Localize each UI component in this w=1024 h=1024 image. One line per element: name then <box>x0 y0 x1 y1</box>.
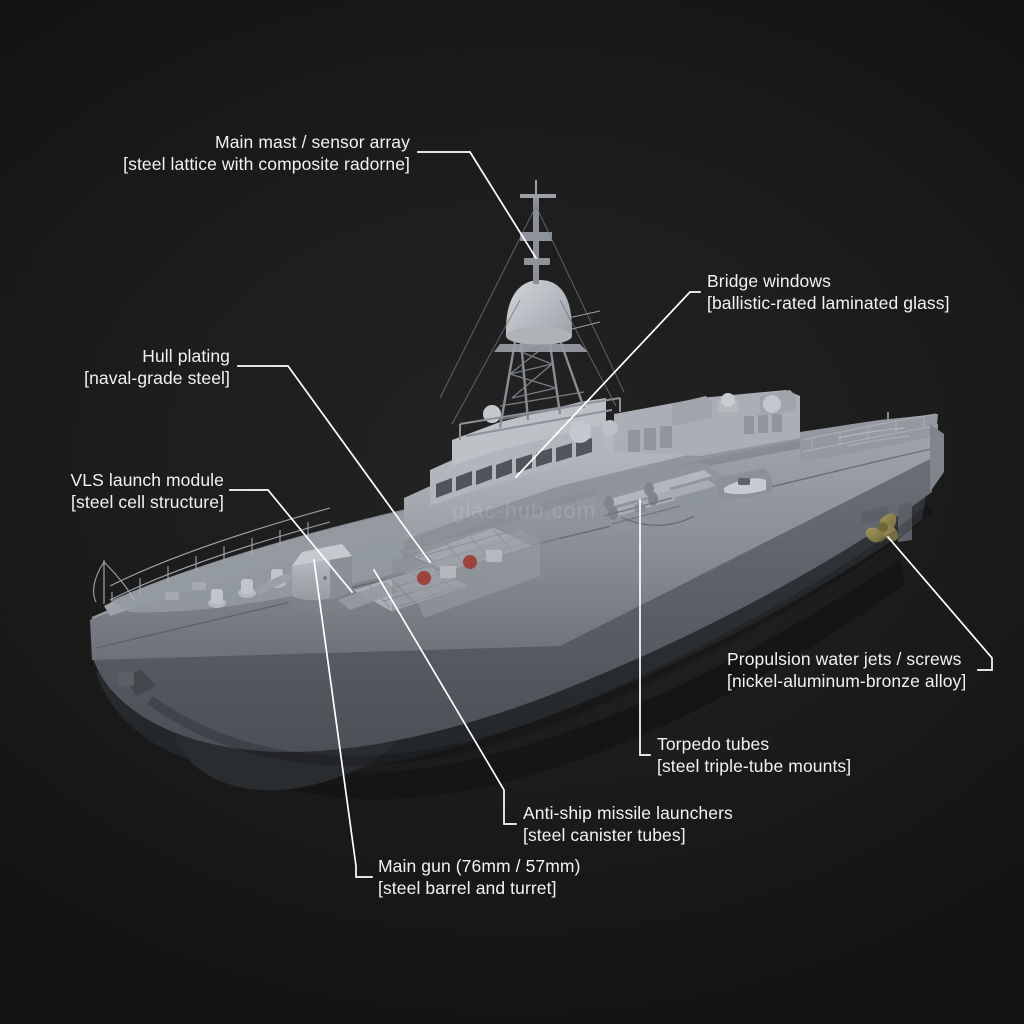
annotation-bridge-windows: Bridge windows [ballistic-rated laminate… <box>707 270 957 314</box>
lattice-mast <box>439 180 625 440</box>
sensor-dome <box>569 421 591 443</box>
helicopter-deck <box>800 412 938 462</box>
rudder <box>898 502 912 542</box>
leader-anti-ship-missiles <box>372 568 517 825</box>
annotation-title: Anti-ship missile launchers <box>523 803 733 823</box>
annotation-title: Bridge windows <box>707 271 831 291</box>
leader-main-mast <box>417 151 538 260</box>
radome <box>506 280 572 342</box>
forward-deckhouse <box>392 500 560 618</box>
annotation-title: Torpedo tubes <box>657 734 770 754</box>
anti-ship-missile-launchers <box>596 462 724 532</box>
annotation-title: Main mast / sensor array <box>215 132 410 152</box>
leader-hull-plating <box>237 365 432 564</box>
rib-boat <box>718 468 772 502</box>
hull-plating <box>92 452 932 752</box>
annotation-main-gun: Main gun (76mm / 57mm) [steel barrel and… <box>378 855 581 899</box>
annotation-hull-plating: Hull plating [naval-grade steel] <box>84 345 230 389</box>
annotation-title: Main gun (76mm / 57mm) <box>378 856 581 876</box>
annotation-material: [steel lattice with composite radorne] <box>123 154 410 174</box>
annotation-torpedo-tubes: Torpedo tubes [steel triple-tube mounts] <box>657 733 857 777</box>
annotation-title: Propulsion water jets / screws <box>727 649 962 669</box>
leader-main-gun <box>313 559 373 878</box>
funnel <box>672 396 712 426</box>
annotation-material: [steel triple-tube mounts] <box>657 756 852 776</box>
bow-railings <box>93 507 331 606</box>
propulsion <box>860 502 912 543</box>
ship-shadow <box>150 560 905 800</box>
annotation-title: VLS launch module <box>70 470 224 490</box>
sensor-dome <box>602 420 618 436</box>
deck-fittings <box>118 569 286 696</box>
annotation-material: [ballistic-rated laminated glass] <box>707 293 950 313</box>
annotation-vls-launch-module: VLS launch module [steel cell structure] <box>62 469 224 513</box>
propeller <box>865 513 899 543</box>
annotation-propulsion: Propulsion water jets / screws [nickel-a… <box>727 648 967 692</box>
annotation-main-mast: Main mast / sensor array [steel lattice … <box>120 131 410 175</box>
leader-propulsion <box>886 535 993 671</box>
annotation-material: [naval-grade steel] <box>84 368 230 388</box>
watermark: glac-hub.com <box>452 498 597 523</box>
bridge-windows <box>436 438 592 498</box>
annotation-material: [steel canister tubes] <box>523 825 686 845</box>
leader-torpedo-tubes <box>639 499 651 756</box>
leader-vls-launch-module <box>229 489 354 594</box>
stern <box>930 424 944 492</box>
annotation-material: [nickel-aluminum-bronze alloy] <box>727 671 967 691</box>
leader-bridge-windows <box>514 291 701 479</box>
sensor-dome <box>763 395 781 413</box>
annotation-material: [steel barrel and turret] <box>378 878 557 898</box>
annotation-title: Hull plating <box>142 346 230 366</box>
gun-barrel <box>256 572 294 595</box>
deck-marking <box>417 571 431 585</box>
annotation-material: [steel cell structure] <box>71 492 224 512</box>
annotation-anti-ship-missile-launchers: Anti-ship missile launchers [steel canis… <box>523 802 743 846</box>
deck-marking <box>463 555 477 569</box>
